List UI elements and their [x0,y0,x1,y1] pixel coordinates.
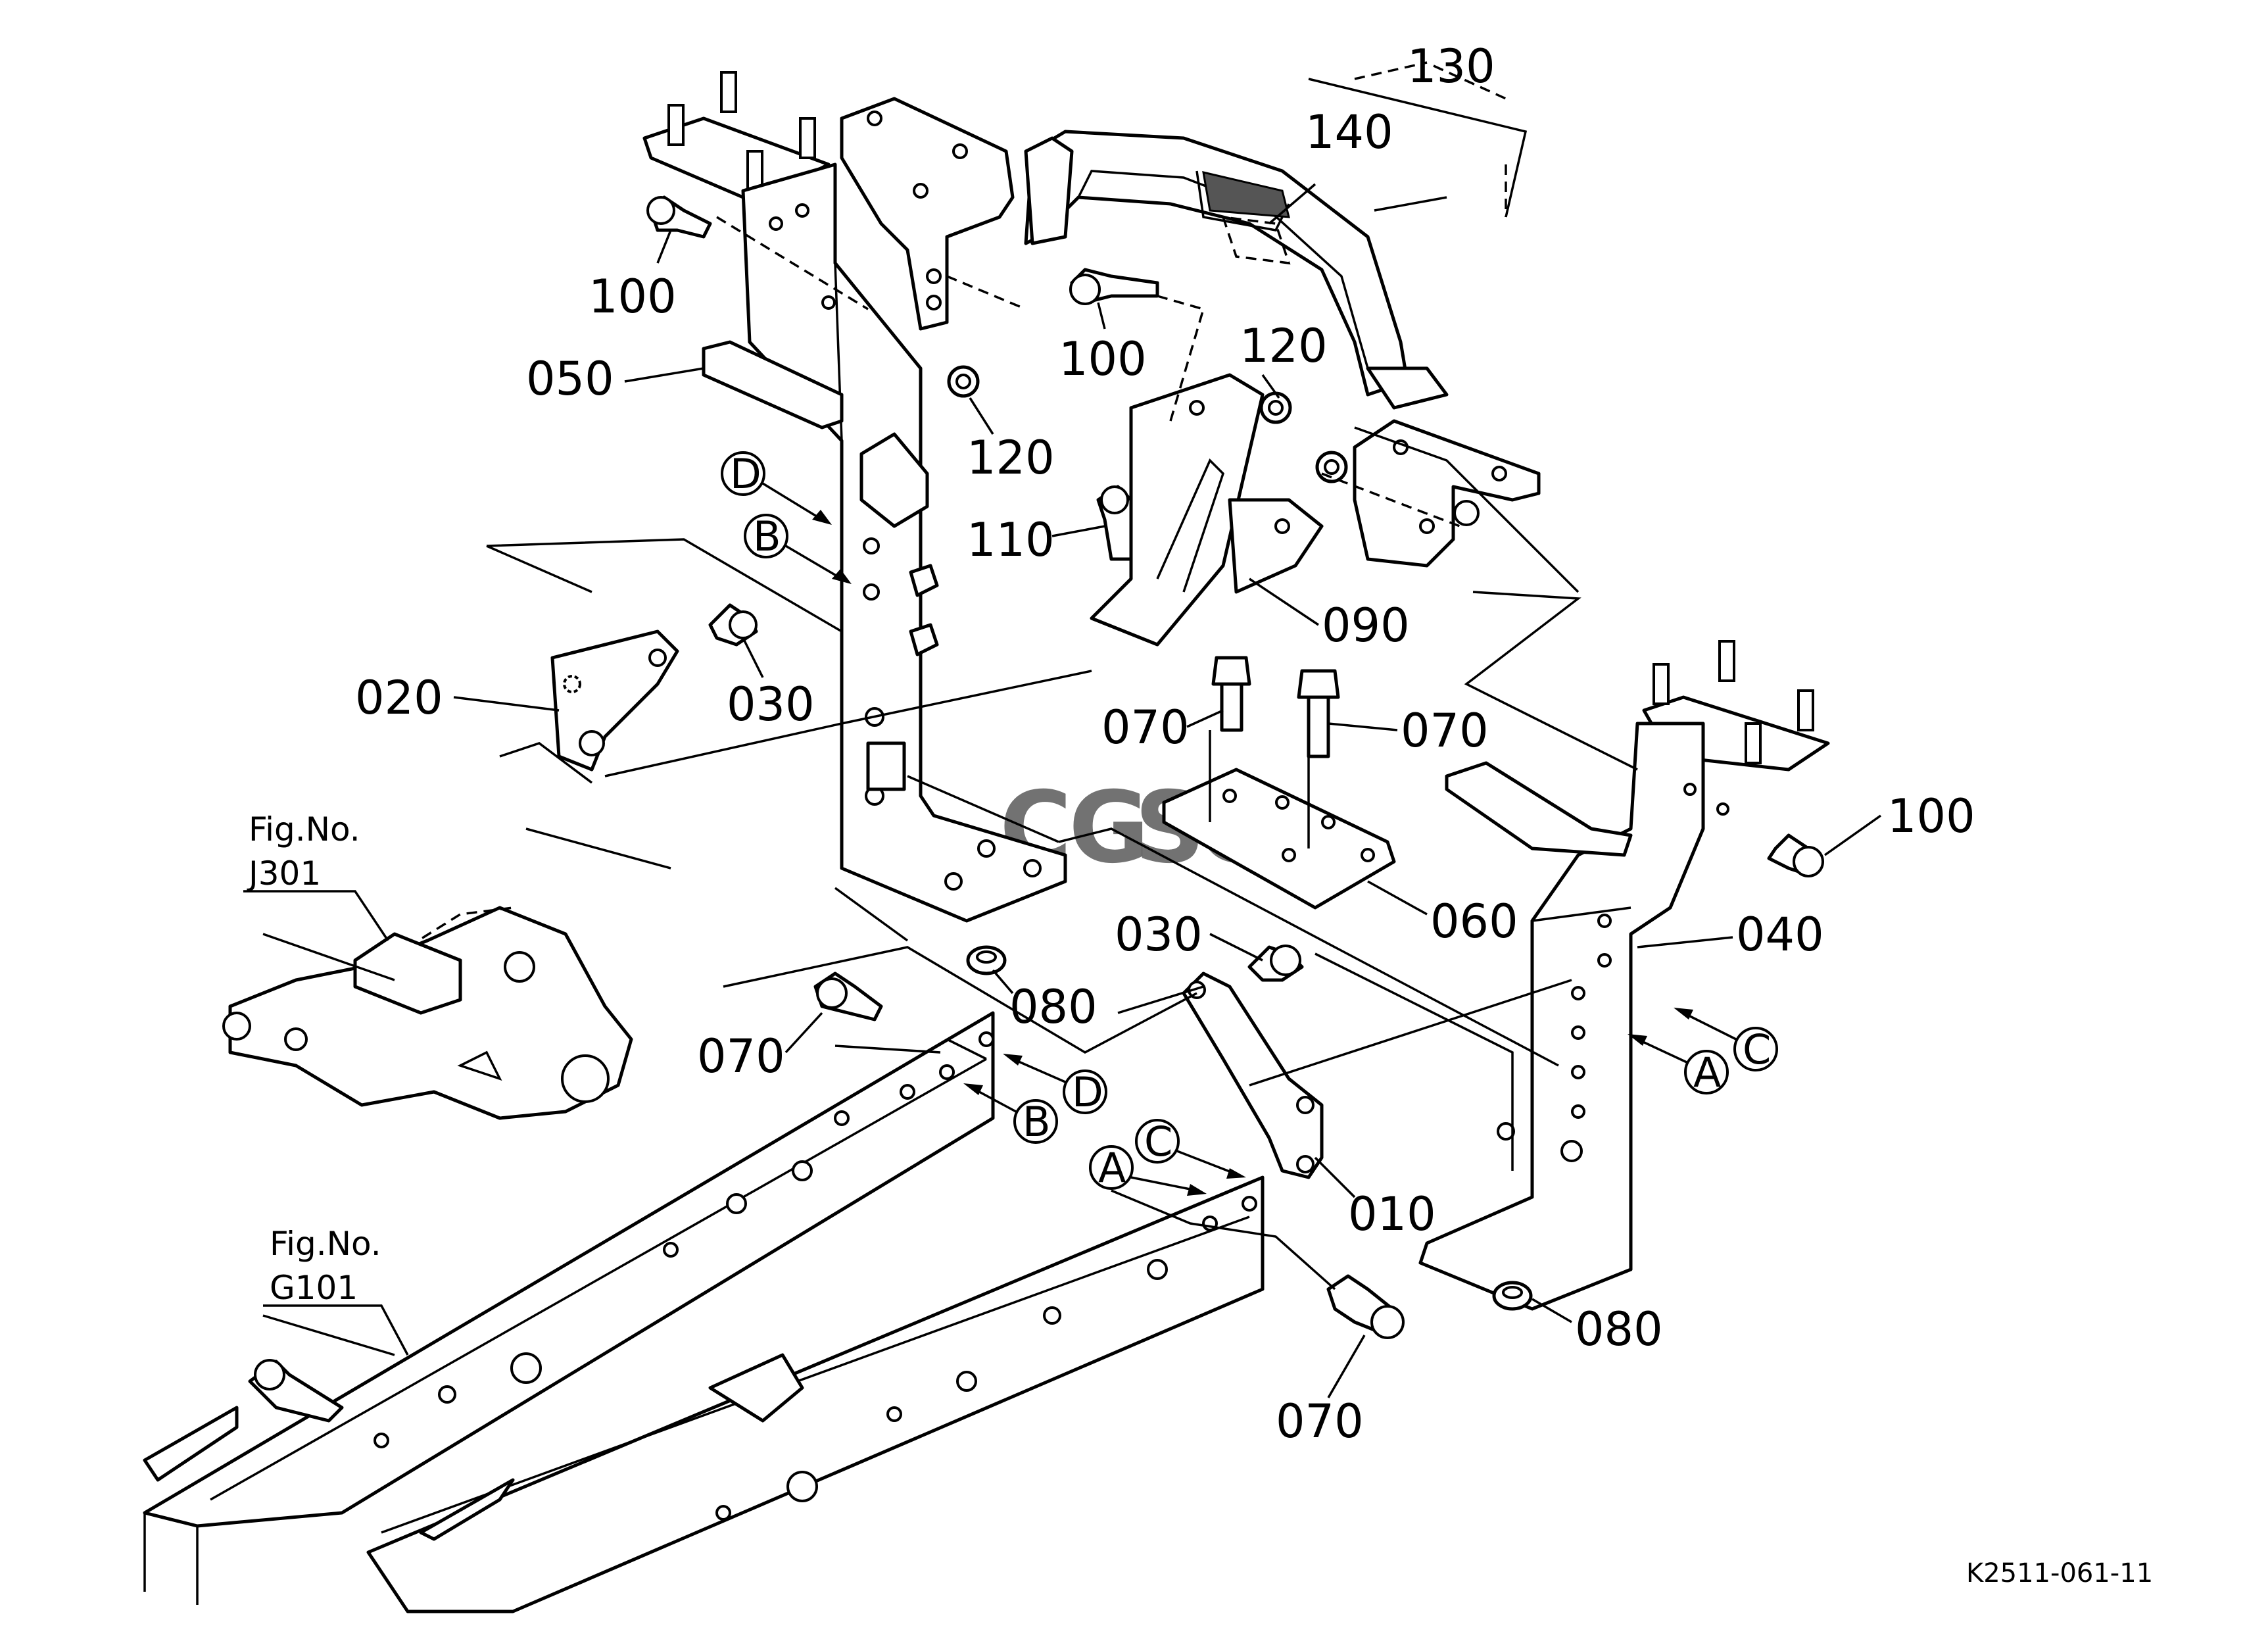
svg-text:A: A [1098,1144,1126,1192]
figure-ref-g101: Fig.No. G101 [263,1225,409,1356]
svg-text:C: C [1144,1118,1172,1166]
ref-mark-b-upper: B [744,512,852,584]
left-bracket-part [642,71,1067,923]
bolt-070d [1326,1274,1405,1339]
figure-ref-j301-line2: J301 [247,854,321,893]
part-label-120-a: 120 [967,431,1055,485]
part-label-040: 040 [1736,908,1824,962]
bolt-070b [1297,669,1340,758]
ref-mark-a-lower: A [1089,1144,1207,1196]
part-label-130: 130 [1407,39,1495,93]
nut-120b [1259,391,1292,424]
part-label-100-b: 100 [1059,332,1147,386]
bolt-100b [1069,268,1159,305]
nut-080a [966,945,1007,975]
part-label-060: 060 [1430,895,1518,948]
frame-g101-part [143,1011,1265,1613]
part-label-030-a: 030 [727,677,815,731]
bolt-100c [1767,833,1824,877]
part-callouts: 130 140 100 100 100 050 120 120 110 090 … [355,39,1975,1448]
part-label-020: 020 [355,671,443,725]
right-bracket-part [1418,640,1830,1311]
part-label-100-a: 100 [589,270,677,324]
ref-mark-d-lower: D [1003,1054,1107,1116]
part-label-090: 090 [1322,599,1410,652]
figure-ref-j301: Fig.No. J301 [243,810,389,941]
bolt-100a [646,195,712,239]
bolt-030a [708,603,758,647]
plate-060-part [1162,768,1396,910]
part-label-080-b: 080 [1575,1302,1663,1356]
part-label-140: 140 [1305,105,1393,159]
part-label-070-c: 070 [697,1029,785,1083]
figure-ref-j301-line1: Fig.No. [249,810,360,848]
part-label-100-c: 100 [1887,789,1975,843]
bracket-090-part [1090,373,1324,647]
link-010-part [1182,971,1324,1179]
figure-ref-g101-line1: Fig.No. [270,1225,381,1263]
arch-frame-part [1024,130,1449,410]
bolt-070c [813,971,883,1021]
link-020-part [550,629,679,772]
bolt-030b [1247,945,1304,982]
part-label-010: 010 [1348,1187,1436,1241]
part-label-070-a: 070 [1101,701,1190,754]
part-label-050: 050 [526,352,614,406]
assembly-lines [262,61,1638,1356]
part-label-070-b: 070 [1401,704,1489,758]
bolt-110 [1096,485,1133,561]
drawing-code: K2511-061-11 [1966,1558,2153,1588]
bolt-070a [1211,656,1251,732]
part-label-120-b: 120 [1240,319,1328,373]
ref-mark-a-right: A [1628,1034,1729,1096]
svg-text:A: A [1693,1048,1721,1096]
svg-text:D: D [730,450,761,498]
nut-080b [1492,1281,1533,1311]
ref-mark-c-right: C [1674,1008,1778,1073]
right-mount-plate [840,97,1541,568]
nut-120a [947,365,980,398]
housing-j301-part [222,906,633,1120]
ref-mark-c-lower: C [1135,1118,1246,1179]
reference-marks: D B C A D B A [721,450,1778,1196]
part-label-110: 110 [967,513,1055,567]
ref-mark-b-lower: B [963,1083,1058,1146]
part-label-030-b: 030 [1115,908,1203,962]
part-label-080-a: 080 [1009,980,1098,1034]
figure-ref-g101-line2: G101 [270,1269,358,1307]
svg-text:D: D [1072,1068,1103,1116]
part-label-070-d: 070 [1276,1394,1364,1448]
watermark-letter-2: G [1069,771,1149,885]
svg-text:C: C [1743,1025,1771,1073]
fasteners [646,195,1824,1339]
svg-text:B: B [753,512,781,560]
ref-mark-d-upper: D [721,450,832,525]
svg-text:B: B [1023,1098,1051,1146]
